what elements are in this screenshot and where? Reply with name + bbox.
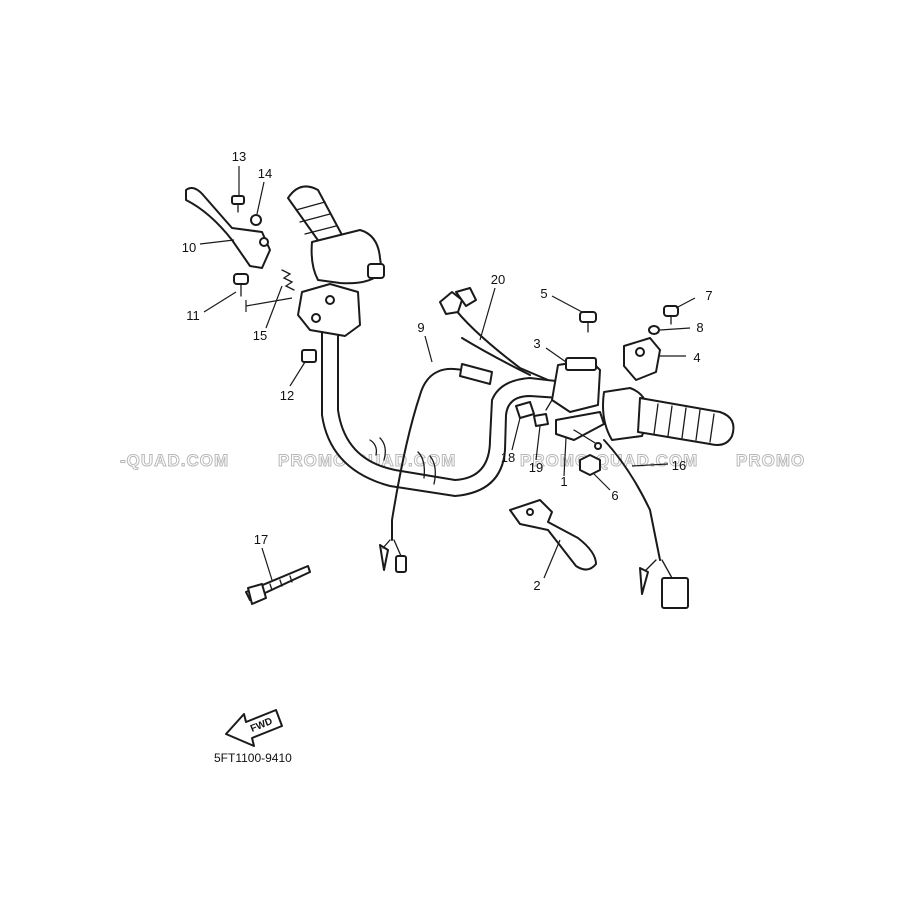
lever-bolt-13 [231, 195, 245, 213]
throttle-cable-9 [379, 363, 493, 573]
label-2: 2 [533, 578, 540, 593]
watermark-right: PROMO [736, 451, 805, 470]
label-5: 5 [540, 286, 547, 301]
label-7: 7 [705, 288, 712, 303]
label-13: 13 [232, 149, 246, 164]
diagram-code: 5FT1100-9410 [214, 751, 292, 765]
left-switch-housing [310, 229, 385, 285]
right-lever-2 [509, 499, 597, 571]
throttle-lever-1 [555, 411, 605, 450]
cable-connector [545, 399, 553, 411]
label-4: 4 [693, 350, 700, 365]
label-1: 1 [560, 474, 567, 489]
fitting-19 [533, 413, 549, 427]
label-15: 15 [253, 328, 267, 343]
label-18: 18 [501, 450, 515, 465]
label-8: 8 [696, 320, 703, 335]
lever-nut-14 [250, 214, 262, 226]
bracket-11-15 [245, 297, 293, 312]
label-9: 9 [417, 320, 424, 335]
label-20: 20 [491, 272, 505, 287]
washer-8 [648, 325, 660, 335]
pivot-bolt-11 [233, 273, 249, 297]
label-14: 14 [258, 166, 272, 181]
watermark-left: -QUAD.COM [120, 451, 229, 470]
label-10: 10 [182, 240, 196, 255]
label-11: 11 [186, 308, 200, 323]
leader-lines [199, 166, 696, 581]
label-17: 17 [254, 532, 268, 547]
fwd-arrow-icon: FWD [225, 709, 283, 747]
right-grip [602, 387, 735, 446]
housing-cover-4 [623, 337, 661, 381]
nut-6 [579, 454, 601, 476]
spring-15 [281, 269, 295, 291]
label-19: 19 [529, 460, 543, 475]
label-3: 3 [533, 336, 540, 351]
throttle-housing-3 [551, 357, 601, 413]
clamp-18 [515, 401, 535, 419]
switch-leads-20 [439, 287, 549, 381]
screw-7 [663, 305, 679, 325]
nut-12 [301, 349, 317, 363]
label-12: 12 [280, 388, 294, 403]
label-6: 6 [611, 488, 618, 503]
label-16: 16 [672, 458, 686, 473]
screw-5 [579, 311, 597, 333]
handlebar [321, 319, 591, 497]
left-lever [185, 187, 271, 269]
cable-tie-17 [245, 565, 311, 605]
left-lever-holder [297, 283, 361, 337]
switch-wire-16 [603, 439, 689, 609]
